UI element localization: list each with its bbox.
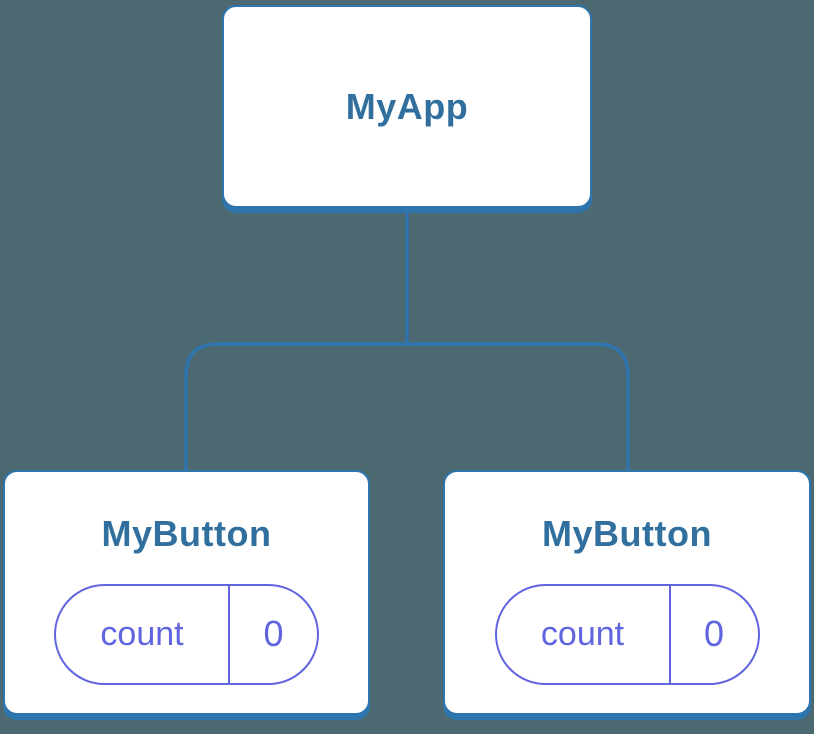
state-value: 0 (263, 613, 284, 655)
tree-node-root: MyApp (222, 5, 592, 208)
state-pill-divider (668, 585, 671, 683)
tree-node-child-right: MyButton count 0 (443, 470, 811, 715)
connector-bracket (184, 342, 630, 473)
state-pill: count 0 (54, 583, 319, 685)
state-key-label: count (540, 614, 625, 653)
child-node-label: MyButton (101, 513, 272, 554)
state-value: 0 (703, 613, 725, 655)
tree-node-child-left: MyButton count 0 (3, 470, 370, 715)
state-pill-divider (228, 585, 230, 683)
state-pill: count 0 (494, 583, 760, 685)
child-node-label: MyButton (542, 513, 712, 554)
state-key-label: count (100, 614, 184, 653)
root-node-label: MyApp (345, 85, 469, 127)
